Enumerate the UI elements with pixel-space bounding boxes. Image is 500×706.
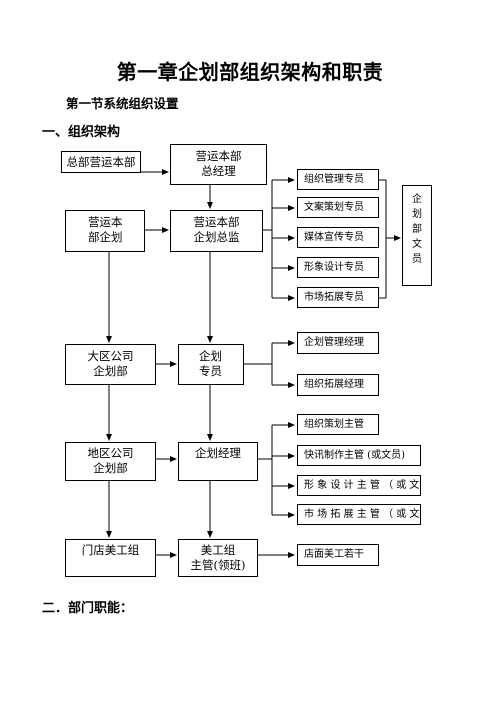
- gm-line2: 总经理: [201, 164, 236, 178]
- specialist-line2: 专员: [199, 364, 222, 378]
- hq-operations-label: 总部营运本部: [66, 155, 136, 169]
- planning-manager-box: 企划经理: [178, 442, 258, 481]
- section-heading: 第一节系统组织设置: [66, 96, 179, 111]
- heading-org-structure: 一、组织架构: [42, 125, 121, 140]
- specialist-line1: 企划: [199, 349, 222, 363]
- dept-char-2: 部: [412, 224, 422, 235]
- page-title: 第一章企划部组织架构和职责: [116, 60, 384, 84]
- director-report-4: 市场拓展专员: [297, 287, 379, 308]
- director-report-3: 形象设计专员: [297, 257, 379, 278]
- specialist-report-1: 组织拓展经理: [297, 374, 379, 396]
- gm-line1: 营运本部: [195, 149, 242, 163]
- dept-char-3: 文: [412, 239, 422, 250]
- planning-director-box: 营运本部 企划总监: [170, 210, 263, 252]
- dept-char-4: 员: [412, 254, 422, 265]
- region-line2: 企划部: [93, 364, 128, 378]
- director-report-1: 文案策划专员: [297, 197, 379, 218]
- director-line1: 营运本部: [193, 215, 240, 229]
- manager-report-0: 组织策划主管: [297, 414, 379, 435]
- art-line1: 美工组: [200, 543, 236, 557]
- district-line2: 企划部: [93, 461, 128, 475]
- planning-specialist-box: 企划 专员: [178, 344, 244, 385]
- specialist-report-0: 企划管理经理: [297, 332, 379, 354]
- hq-planning-box: 营运本 部企划: [65, 210, 145, 252]
- director-line2: 企划总监: [193, 230, 240, 244]
- dept-char-1: 划: [412, 209, 422, 220]
- director-report-0: 组织管理专员: [297, 169, 379, 190]
- heading-dept-functions: 二．部门职能：: [42, 601, 134, 616]
- art-supervisor-box: 美工组 主管(领班): [178, 539, 258, 577]
- plan-line1: 营运本: [88, 215, 123, 229]
- district-line1: 地区公司: [87, 446, 134, 460]
- planning-dept-staff-box: 企 划 部 文 员: [402, 185, 432, 286]
- store-artists-box: 店面美工若干: [297, 544, 379, 566]
- regional-planning-box: 大区公司 企划部: [65, 344, 156, 385]
- manager-report-2: 形 象 设 计 主 管 （ 或 文: [297, 475, 421, 496]
- general-manager-box: 营运本部 总经理: [170, 144, 267, 185]
- manager-report-1: 快讯制作主管 (或文员): [297, 445, 421, 466]
- plan-line2: 部企划: [88, 230, 123, 244]
- dept-char-0: 企: [412, 194, 422, 205]
- region-line1: 大区公司: [87, 349, 134, 363]
- manager-label: 企划经理: [195, 446, 241, 460]
- manager-report-3: 市 场 拓 展 主 管 （ 或 文: [297, 504, 421, 525]
- art-line2: 主管(领班): [190, 558, 246, 572]
- store-label: 门店美工组: [81, 543, 140, 557]
- district-planning-box: 地区公司 企划部: [65, 442, 156, 481]
- store-art-team-box: 门店美工组: [65, 539, 156, 577]
- director-report-2: 媒体宣传专员: [297, 227, 379, 248]
- hq-operations-box: 总部营运本部: [61, 151, 141, 173]
